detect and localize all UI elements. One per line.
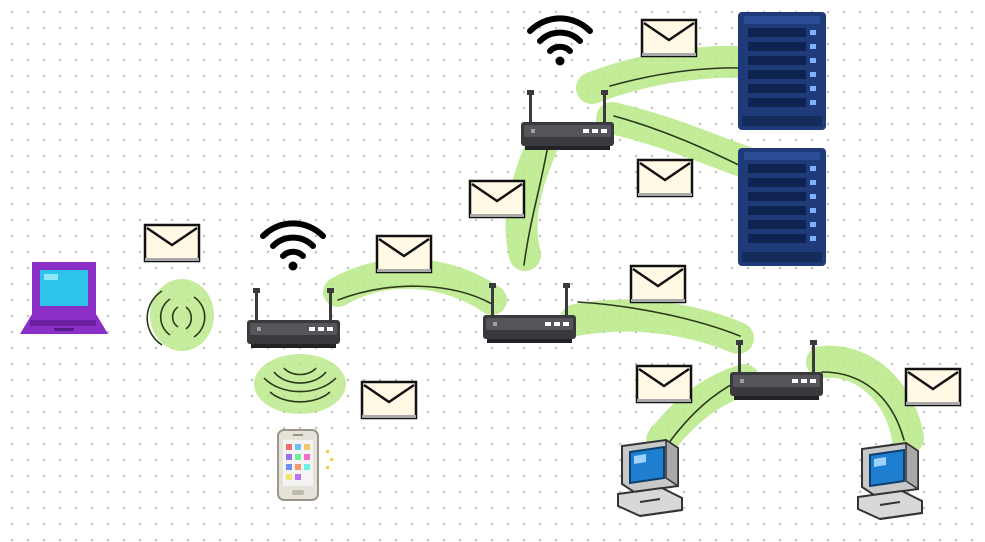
link-router-top-to-server-top [576, 45, 761, 104]
link-router-right-to-desktop-right [806, 345, 924, 454]
wireless-waves-icon [146, 279, 214, 351]
server-icon[interactable] [738, 12, 826, 130]
smartphone-icon[interactable] [277, 429, 334, 501]
server-icon[interactable] [738, 148, 826, 266]
envelope-icon [143, 223, 201, 263]
wireless-waves-icon [254, 354, 346, 414]
desktop-computer-icon[interactable] [857, 442, 923, 520]
link-router-center-to-router-top [505, 129, 558, 271]
envelope-icon [375, 234, 433, 274]
envelope-icon [629, 264, 687, 304]
envelope-icon [640, 18, 698, 58]
wifi-icon [263, 223, 323, 270]
laptop-icon[interactable] [20, 262, 108, 334]
link-router-center-to-router-right [560, 299, 754, 354]
envelope-icon [468, 179, 526, 219]
desktop-computer-icon[interactable] [617, 439, 683, 517]
link-router-top-to-server-bottom [596, 102, 761, 178]
envelope-icon [360, 380, 418, 420]
envelope-icon [635, 364, 693, 404]
link-router-left-to-router-center [323, 258, 507, 315]
envelope-icon [636, 158, 694, 198]
connection-links [323, 45, 924, 456]
envelope-icon [904, 367, 962, 407]
wifi-icon [530, 18, 590, 65]
